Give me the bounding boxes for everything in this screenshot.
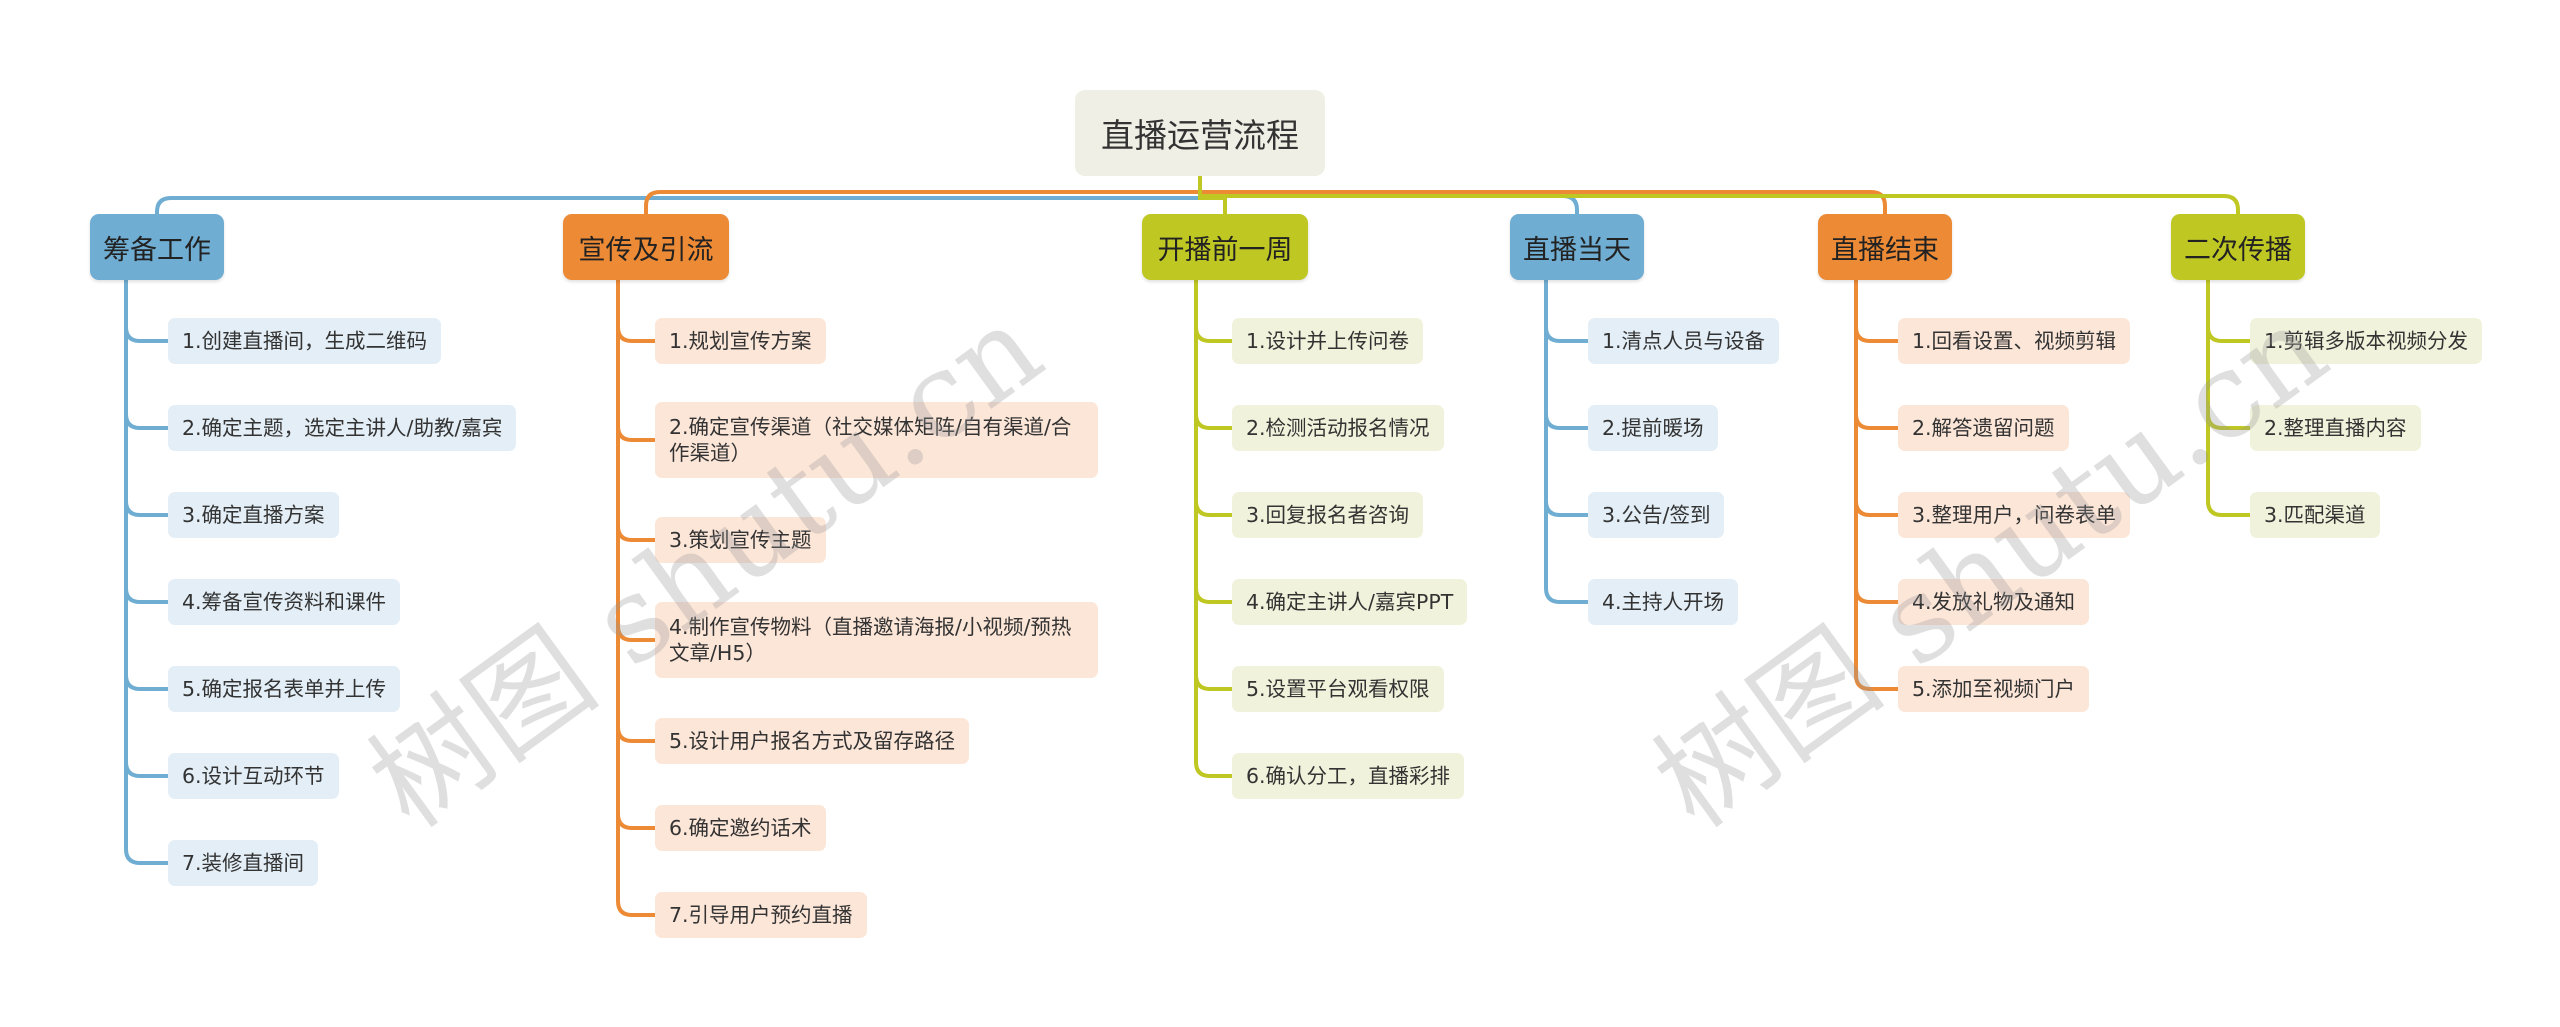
leaf-week-3[interactable]: 3.回复报名者咨询 — [1232, 492, 1424, 538]
branch-topic-promotion[interactable]: 宣传及引流 — [563, 214, 729, 280]
leaf-end-5[interactable]: 5.添加至视频门户 — [1898, 666, 2090, 712]
leaf-prep-2[interactable]: 2.确定主题，选定主讲人/助教/嘉宾 — [168, 405, 517, 451]
leaf-week-6[interactable]: 6.确认分工，直播彩排 — [1232, 753, 1465, 799]
leaf-promo-7[interactable]: 7.引导用户预约直播 — [655, 892, 867, 938]
leaf-end-1[interactable]: 1.回看设置、视频剪辑 — [1898, 318, 2131, 364]
leaf-spread-2[interactable]: 2.整理直播内容 — [2250, 405, 2421, 451]
leaf-spread-1[interactable]: 1.剪辑多版本视频分发 — [2250, 318, 2483, 364]
leaf-week-1[interactable]: 1.设计并上传问卷 — [1232, 318, 1424, 364]
leaf-connector-4-1 — [1854, 278, 1900, 430]
leaf-connector-1-6 — [616, 278, 657, 917]
leaf-connector-2-3 — [1194, 278, 1234, 604]
leaf-connector-2-0 — [1194, 278, 1234, 343]
branch-topic-live-end[interactable]: 直播结束 — [1818, 214, 1952, 280]
leaf-day-4[interactable]: 4.主持人开场 — [1588, 579, 1739, 625]
leaf-prep-4[interactable]: 4.筹备宣传资料和课件 — [168, 579, 401, 625]
leaf-prep-1[interactable]: 1.创建直播间，生成二维码 — [168, 318, 442, 364]
leaf-promo-3[interactable]: 3.策划宣传主题 — [655, 517, 826, 563]
leaf-day-2[interactable]: 2.提前暖场 — [1588, 405, 1718, 451]
leaf-connector-0-5 — [124, 278, 170, 778]
leaf-week-5[interactable]: 5.设置平台观看权限 — [1232, 666, 1444, 712]
leaf-prep-3[interactable]: 3.确定直播方案 — [168, 492, 339, 538]
leaf-connector-3-3 — [1544, 278, 1590, 604]
leaf-end-4[interactable]: 4.发放礼物及通知 — [1898, 579, 2090, 625]
leaf-end-3[interactable]: 3.整理用户，问卷表单 — [1898, 492, 2131, 538]
leaf-connector-5-2 — [2206, 278, 2252, 517]
leaf-week-4[interactable]: 4.确定主讲人/嘉宾PPT — [1232, 579, 1468, 625]
branch-topic-week-before[interactable]: 开播前一周 — [1142, 214, 1308, 280]
root-connector-1 — [644, 174, 1202, 216]
leaf-connector-1-1 — [616, 278, 657, 442]
leaf-connector-4-0 — [1854, 278, 1900, 343]
leaf-connector-2-1 — [1194, 278, 1234, 430]
root-topic[interactable]: 直播运营流程 — [1075, 90, 1325, 176]
leaf-connector-3-0 — [1544, 278, 1590, 343]
leaf-connector-1-5 — [616, 278, 657, 830]
branch-topic-secondary-spread[interactable]: 二次传播 — [2171, 214, 2305, 280]
leaf-connector-3-1 — [1544, 278, 1590, 430]
leaf-day-1[interactable]: 1.清点人员与设备 — [1588, 318, 1780, 364]
leaf-promo-2[interactable]: 2.确定宣传渠道（社交媒体矩阵/自有渠道/合作渠道） — [655, 402, 1098, 478]
leaf-connector-1-2 — [616, 278, 657, 542]
leaf-connector-0-2 — [124, 278, 170, 517]
leaf-connector-3-2 — [1544, 278, 1590, 517]
leaf-connector-4-4 — [1854, 278, 1900, 691]
leaf-connector-0-3 — [124, 278, 170, 604]
leaf-promo-6[interactable]: 6.确定邀约话术 — [655, 805, 826, 851]
leaf-connector-0-6 — [124, 278, 170, 865]
root-connector-5 — [1198, 174, 2240, 216]
leaf-connector-0-0 — [124, 278, 170, 343]
leaf-connector-2-5 — [1194, 278, 1234, 778]
leaf-connector-1-4 — [616, 278, 657, 743]
branch-topic-live-day[interactable]: 直播当天 — [1510, 214, 1644, 280]
root-connector-0 — [155, 174, 1202, 216]
leaf-connector-2-2 — [1194, 278, 1234, 517]
leaf-day-3[interactable]: 3.公告/签到 — [1588, 492, 1725, 538]
leaf-spread-3[interactable]: 3.匹配渠道 — [2250, 492, 2380, 538]
leaf-connector-0-1 — [124, 278, 170, 430]
leaf-connector-5-0 — [2206, 278, 2252, 343]
leaf-promo-5[interactable]: 5.设计用户报名方式及留存路径 — [655, 718, 970, 764]
leaf-promo-4[interactable]: 4.制作宣传物料（直播邀请海报/小视频/预热文章/H5） — [655, 602, 1098, 678]
leaf-promo-1[interactable]: 1.规划宣传方案 — [655, 318, 826, 364]
leaf-end-2[interactable]: 2.解答遗留问题 — [1898, 405, 2069, 451]
leaf-connector-4-2 — [1854, 278, 1900, 517]
branch-topic-prep[interactable]: 筹备工作 — [90, 214, 224, 280]
leaf-connector-4-3 — [1854, 278, 1900, 604]
leaf-prep-7[interactable]: 7.装修直播间 — [168, 840, 319, 886]
leaf-prep-5[interactable]: 5.确定报名表单并上传 — [168, 666, 401, 712]
leaf-connector-5-1 — [2206, 278, 2252, 430]
leaf-prep-6[interactable]: 6.设计互动环节 — [168, 753, 339, 799]
leaf-connector-1-3 — [616, 278, 657, 642]
leaf-connector-1-0 — [616, 278, 657, 343]
leaf-week-2[interactable]: 2.检测活动报名情况 — [1232, 405, 1444, 451]
